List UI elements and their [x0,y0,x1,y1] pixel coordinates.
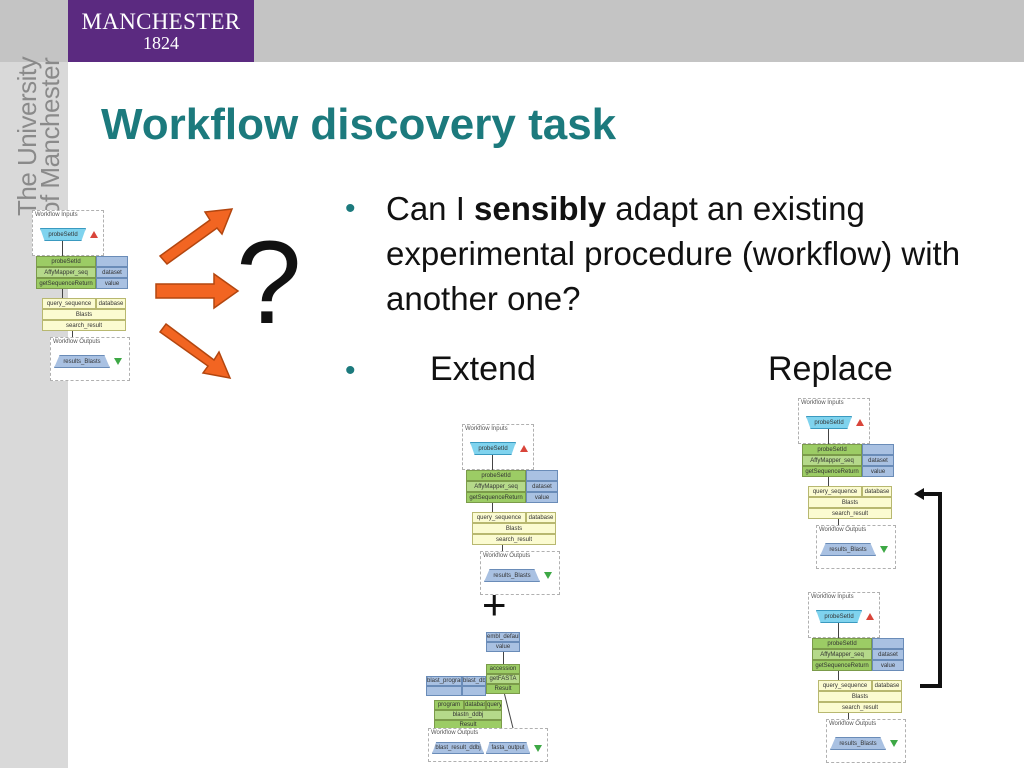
processor-row[interactable]: AffyMapper_seq [812,649,872,660]
processor-row[interactable]: AffyMapper_seq [466,481,526,492]
processor-row[interactable]: Result [486,684,520,694]
blue-cell: value [872,660,904,671]
university-side-text: The University of Manchester [12,56,65,216]
university-logo: MANCHESTER 1824 [68,0,254,62]
expand-down-icon [880,546,888,553]
expand-up-icon [856,419,864,426]
replace-bracket [914,488,942,688]
processor-row[interactable]: probeSetId [802,444,862,455]
expand-up-icon [866,613,874,620]
output-port[interactable]: results_Blasts [484,569,540,582]
arrow-down-icon [158,322,232,379]
side-banner [0,62,68,768]
input-port[interactable]: probeSetId [816,610,862,623]
processor-row[interactable]: query [486,700,502,710]
blast-row[interactable]: Blasts [808,497,892,508]
input-port[interactable]: probeSetId [40,228,86,241]
question-mark: ? [236,217,302,349]
workflow-inputs-label: Workflow Inputs [801,400,844,406]
blue-cell: value [486,642,520,652]
blue-cell: value [862,466,894,477]
blue-cell [96,256,128,267]
output-port[interactable]: results_Blasts [54,355,110,368]
bullet-dot: • [345,354,356,387]
processor-row[interactable]: blastn_ddbj [434,710,502,720]
blast-row[interactable]: database [872,680,902,691]
workflow-outputs-label: Workflow Outputs [431,730,479,736]
blast-row[interactable]: query_sequence [472,512,526,523]
processor-row[interactable]: program [434,700,464,710]
processor-row[interactable]: probeSetId [466,470,526,481]
bullet-text: Can I sensibly adapt an existing experim… [386,190,961,317]
logo-name: MANCHESTER [81,9,241,34]
processor-row[interactable]: getSequenceReturn [466,492,526,503]
slide-title: Workflow discovery task [101,100,617,149]
expand-down-icon [114,358,122,365]
blast-row[interactable]: Blasts [818,691,902,702]
processor-row[interactable]: AffyMapper_seq [802,455,862,466]
output-port[interactable]: blast_result_ddbj [432,742,484,754]
blue-cell: embl_default [486,632,520,642]
blue-cell [872,638,904,649]
bullet-dot: • [345,192,356,225]
expand-up-icon [90,231,98,238]
blue-cell [526,470,558,481]
expand-down-icon [534,745,542,752]
blast-row[interactable]: search_result [818,702,902,713]
workflow-outputs-label: Workflow Outputs [829,721,877,727]
blast-row[interactable]: query_sequence [42,298,96,309]
output-port[interactable]: fasta_output [486,742,530,754]
processor-row[interactable]: getFASTA [486,674,520,684]
arrow-up-icon [158,208,234,266]
input-port[interactable]: probeSetId [806,416,852,429]
workflow-outputs-label: Workflow Outputs [819,527,867,533]
label-replace: Replace [768,350,893,388]
blast-row[interactable]: database [862,486,892,497]
processor-row[interactable]: getSequenceReturn [812,660,872,671]
processor-row[interactable]: probeSetId [812,638,872,649]
blast-row[interactable]: search_result [808,508,892,519]
workflow-outputs-label: Workflow Outputs [53,339,101,345]
output-port[interactable]: results_Blasts [820,543,876,556]
expand-up-icon [520,445,528,452]
expand-down-icon [544,572,552,579]
workflow-inputs-label: Workflow Inputs [35,212,78,218]
workflow-outputs-label: Workflow Outputs [483,553,531,559]
blue-cell [862,444,894,455]
emphasis-sensibly: sensibly [474,190,607,227]
blue-cell [426,686,462,696]
blast-row[interactable]: Blasts [472,523,556,534]
blue-cell: dataset [526,481,558,492]
processor-row[interactable]: AffyMapper_seq [36,267,96,278]
processor-row[interactable]: getSequenceReturn [802,466,862,477]
processor-row[interactable]: getSequenceReturn [36,278,96,289]
input-port[interactable]: probeSetId [470,442,516,455]
output-port[interactable]: results_Blasts [830,737,886,750]
logo-year: 1824 [143,33,179,53]
processor-row[interactable]: database [464,700,486,710]
blue-cell [462,686,486,696]
expand-down-icon [890,740,898,747]
processor-row[interactable]: accession [486,664,520,674]
blue-cell: blast_db [462,676,486,686]
processor-row[interactable]: probeSetId [36,256,96,267]
blast-row[interactable]: search_result [42,320,126,331]
label-extend: Extend [430,350,536,388]
workflow-inputs-label: Workflow Inputs [811,594,854,600]
blast-row[interactable]: database [96,298,126,309]
blast-row[interactable]: Blasts [42,309,126,320]
blue-cell: blast_program [426,676,462,686]
blast-row[interactable]: search_result [472,534,556,545]
blue-cell: dataset [872,649,904,660]
blue-cell: value [96,278,128,289]
blast-row[interactable]: query_sequence [808,486,862,497]
arrows-graphic [155,208,240,379]
blue-cell: dataset [96,267,128,278]
blast-row[interactable]: query_sequence [818,680,872,691]
blast-row[interactable]: database [526,512,556,523]
blue-cell: value [526,492,558,503]
workflow-inputs-label: Workflow Inputs [465,426,508,432]
blue-cell: dataset [862,455,894,466]
arrow-right-icon [155,272,240,310]
